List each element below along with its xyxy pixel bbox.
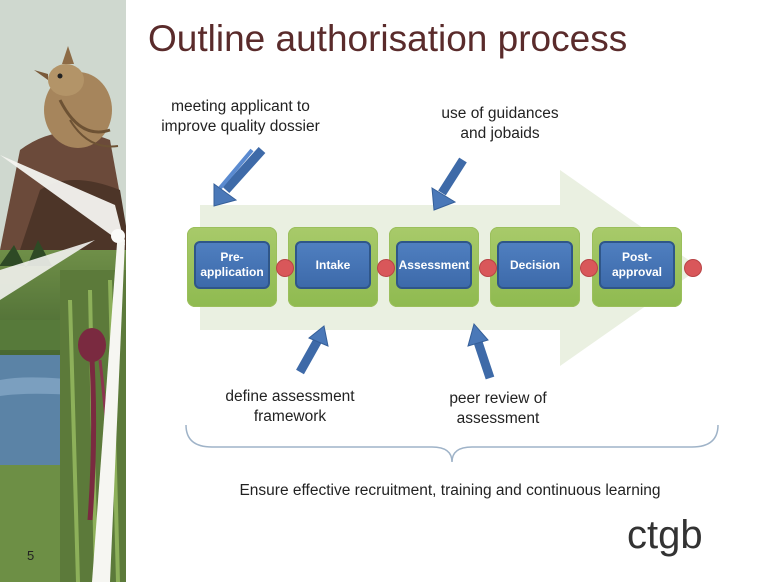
process-step-label: Pre-application [194,241,270,289]
connector-dot [276,259,294,277]
note-meeting-applicant: meeting applicant to improve quality dos… [161,98,320,135]
connector-dot [580,259,598,277]
bracket [185,424,719,463]
note-define-framework: define assessment framework [225,388,355,425]
ctgb-logo: ctgb [627,513,703,557]
process-step-decision: Decision [490,227,580,307]
page-number: 5 [27,548,35,563]
connector-dot [684,259,702,277]
arrow-up-left-icon [296,325,329,375]
note-peer-review: peer review of assessment [449,390,547,427]
process-step-post-approval: Post-approval [592,227,682,307]
bottom-note: Ensure effective recruitment, training a… [239,482,661,499]
arrow-down-left-icon [213,146,266,207]
slide-title: Outline authorisation process [148,18,628,59]
process-step-pre-application: Pre-application [187,227,277,307]
process-step-intake: Intake [288,227,378,307]
process-step-label: Decision [497,241,573,289]
process-step-assessment: Assessment [389,227,479,307]
arrow-up-right-icon [467,322,495,380]
process-step-label: Intake [295,241,371,289]
process-step-label: Assessment [396,241,472,289]
note-use-of-guidances: use of guidances and jobaids [441,105,559,142]
arrow-down-right-icon [431,157,467,211]
connector-dot [377,259,395,277]
process-step-label: Post-approval [599,241,675,289]
connector-dot [479,259,497,277]
photo-strip [0,0,130,582]
wind-turbine-photo [0,155,125,582]
